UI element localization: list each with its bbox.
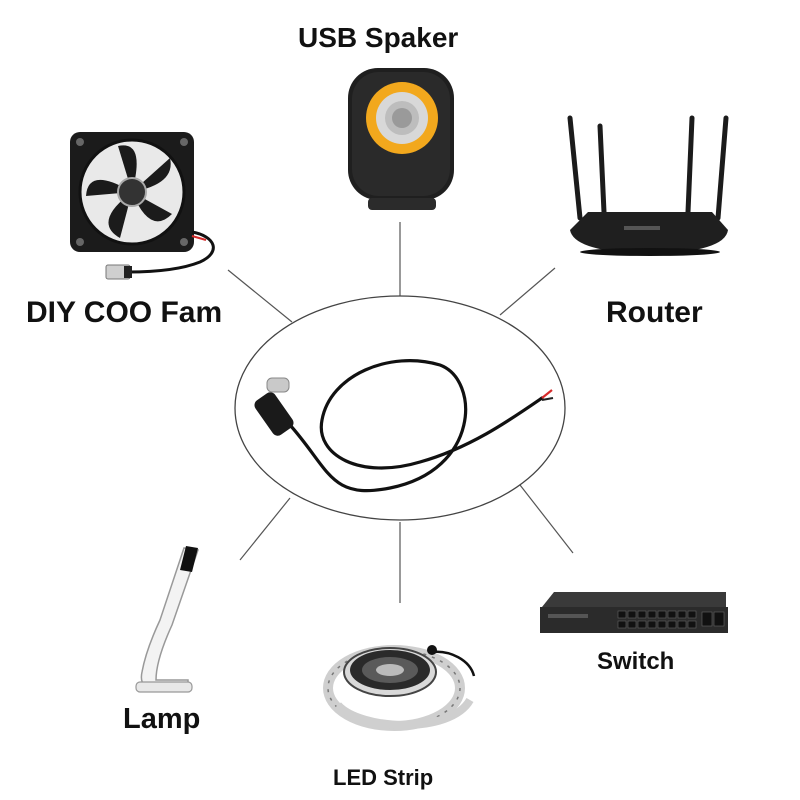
usb-c-cable-icon — [254, 359, 554, 493]
led-strip-icon — [323, 645, 476, 731]
line-to-switch — [519, 484, 574, 554]
line-to-router — [499, 267, 556, 316]
center-ellipse — [234, 295, 566, 521]
label-usb-speaker: USB Spaker — [298, 22, 459, 53]
connector-lines — [227, 222, 574, 603]
label-led-strip: LED Strip — [333, 765, 434, 790]
cooling-fan-icon — [70, 132, 215, 280]
network-switch-icon — [540, 592, 728, 633]
label-lamp: Lamp — [123, 703, 201, 735]
label-switch: Switch — [597, 648, 675, 675]
desk-lamp-icon — [135, 546, 200, 693]
line-to-lamp — [239, 497, 291, 561]
label-router: Router — [606, 296, 703, 329]
usb-speaker-icon — [348, 68, 454, 210]
router-icon — [567, 115, 729, 256]
line-to-fan — [227, 269, 293, 323]
label-cooling-fan: DIY COO Fam — [26, 296, 223, 329]
